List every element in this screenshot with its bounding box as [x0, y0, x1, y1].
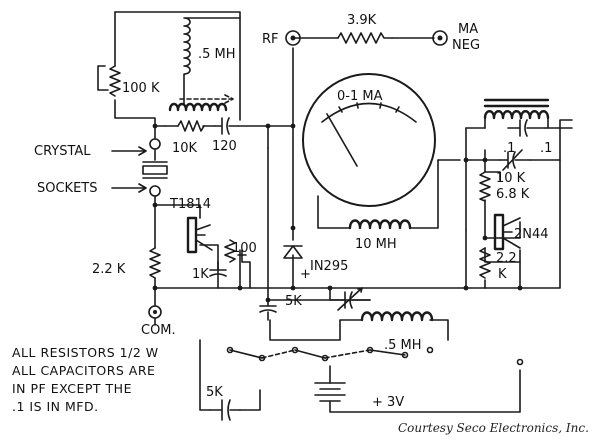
pot-100k-wiper — [97, 65, 109, 91]
label-2-2k-left: 2.2 K — [92, 262, 126, 277]
label-sockets: SOCKETS — [37, 181, 98, 196]
label-2n44: 2N44 — [514, 227, 549, 242]
coil-oscillator-tank — [168, 102, 228, 112]
label-t1814: T1814 — [169, 197, 211, 212]
resistor-2-2k-right — [479, 247, 491, 279]
note-line-1: ALL RESISTORS 1/2 W — [12, 345, 159, 360]
resistor-100k-pot — [109, 65, 121, 97]
label-3v: + 3V — [372, 395, 404, 410]
capacitor-0-1-variable — [499, 149, 531, 171]
label-10k-left: 10K — [172, 141, 198, 156]
capacitor-variable — [299, 287, 371, 311]
label-ma: MA — [458, 22, 478, 37]
label-crystal: CRYSTAL — [34, 144, 91, 159]
label-5k-bottom: 5K — [206, 385, 223, 400]
label-0-1-upper: .1 — [503, 141, 515, 156]
function-switch[interactable] — [226, 346, 524, 366]
crystal-socket-bottom — [149, 185, 161, 197]
capacitor-0-1-upper — [507, 119, 546, 137]
coil-10mh — [348, 219, 412, 230]
coil-output-tank — [483, 110, 550, 120]
coil-tuning-slug — [179, 94, 234, 104]
meter-needle — [326, 113, 358, 167]
label-meter: 0-1 MA — [337, 89, 383, 104]
sockets-pointer-arrow — [111, 183, 147, 193]
credit-line: Courtesy Seco Electronics, Inc. — [398, 421, 589, 435]
battery-3v — [314, 382, 346, 402]
label-com: COM. — [141, 323, 176, 338]
resistor-10k-left — [177, 120, 205, 132]
label-0-1-variable: .1 — [540, 141, 552, 156]
label-3-9k: 3.9K — [347, 13, 377, 28]
junction-dots — [152, 123, 523, 303]
note-line-3: IN PF EXCEPT THE — [12, 381, 132, 396]
label-100-ohm: 100 — [232, 241, 257, 256]
label-2-2-right: 2.2 — [496, 251, 517, 266]
com-terminal[interactable] — [148, 305, 162, 319]
capacitor-emitter-bypass — [209, 261, 227, 277]
crystal-element — [142, 165, 168, 175]
label-k-right: K — [498, 267, 507, 282]
label-plus-diode: + — [300, 267, 311, 282]
label-rf: RF — [262, 32, 279, 47]
capacitor-5k-bottom — [209, 399, 241, 421]
label-in295: IN295 — [310, 259, 348, 274]
label-5k-middle: 5K — [285, 294, 302, 309]
coil-0-5mh-bottom — [360, 311, 434, 322]
note-line-2: ALL CAPACITORS ARE — [12, 363, 155, 378]
capacitor-120pf — [214, 117, 239, 135]
label-neg: NEG — [452, 38, 480, 53]
meter-scale-arc — [321, 102, 417, 123]
label-10k-right: 10 K — [496, 171, 526, 186]
meter-0-1ma — [302, 73, 436, 207]
crystal-socket-top — [149, 138, 161, 150]
rf-terminal[interactable] — [285, 30, 301, 46]
pot-100-ohm — [224, 239, 251, 289]
resistor-2-2k-left — [149, 247, 161, 279]
label-1k: 1K — [192, 267, 209, 282]
label-0-5mh-top: .5 MH — [198, 47, 236, 62]
ma-neg-terminal[interactable] — [432, 30, 448, 46]
label-0-5mh-bottom: .5 MH — [384, 338, 422, 353]
transistor-t1814 — [186, 216, 198, 254]
note-line-4: .1 IS IN MFD. — [12, 399, 99, 414]
diode-in295 — [283, 245, 303, 259]
crystal-pointer-arrow — [111, 146, 147, 156]
component-notes: ALL RESISTORS 1/2 W ALL CAPACITORS ARE I… — [12, 345, 159, 414]
component-labels: RF 3.9K MA NEG .5 MH 100 K CRYSTAL SOCKE… — [34, 13, 552, 410]
pot-5k-middle — [259, 299, 277, 321]
transistor-2n44 — [493, 213, 505, 251]
label-100k: 100 K — [122, 81, 160, 96]
resistor-6-8k — [484, 171, 501, 181]
label-10mh: 10 MH — [355, 237, 397, 252]
resistor-10k-right — [479, 171, 491, 202]
resistor-3-9k — [337, 32, 393, 44]
label-120: 120 — [212, 139, 237, 154]
label-6-8k: 6.8 K — [496, 187, 530, 202]
wiring — [114, 11, 573, 413]
